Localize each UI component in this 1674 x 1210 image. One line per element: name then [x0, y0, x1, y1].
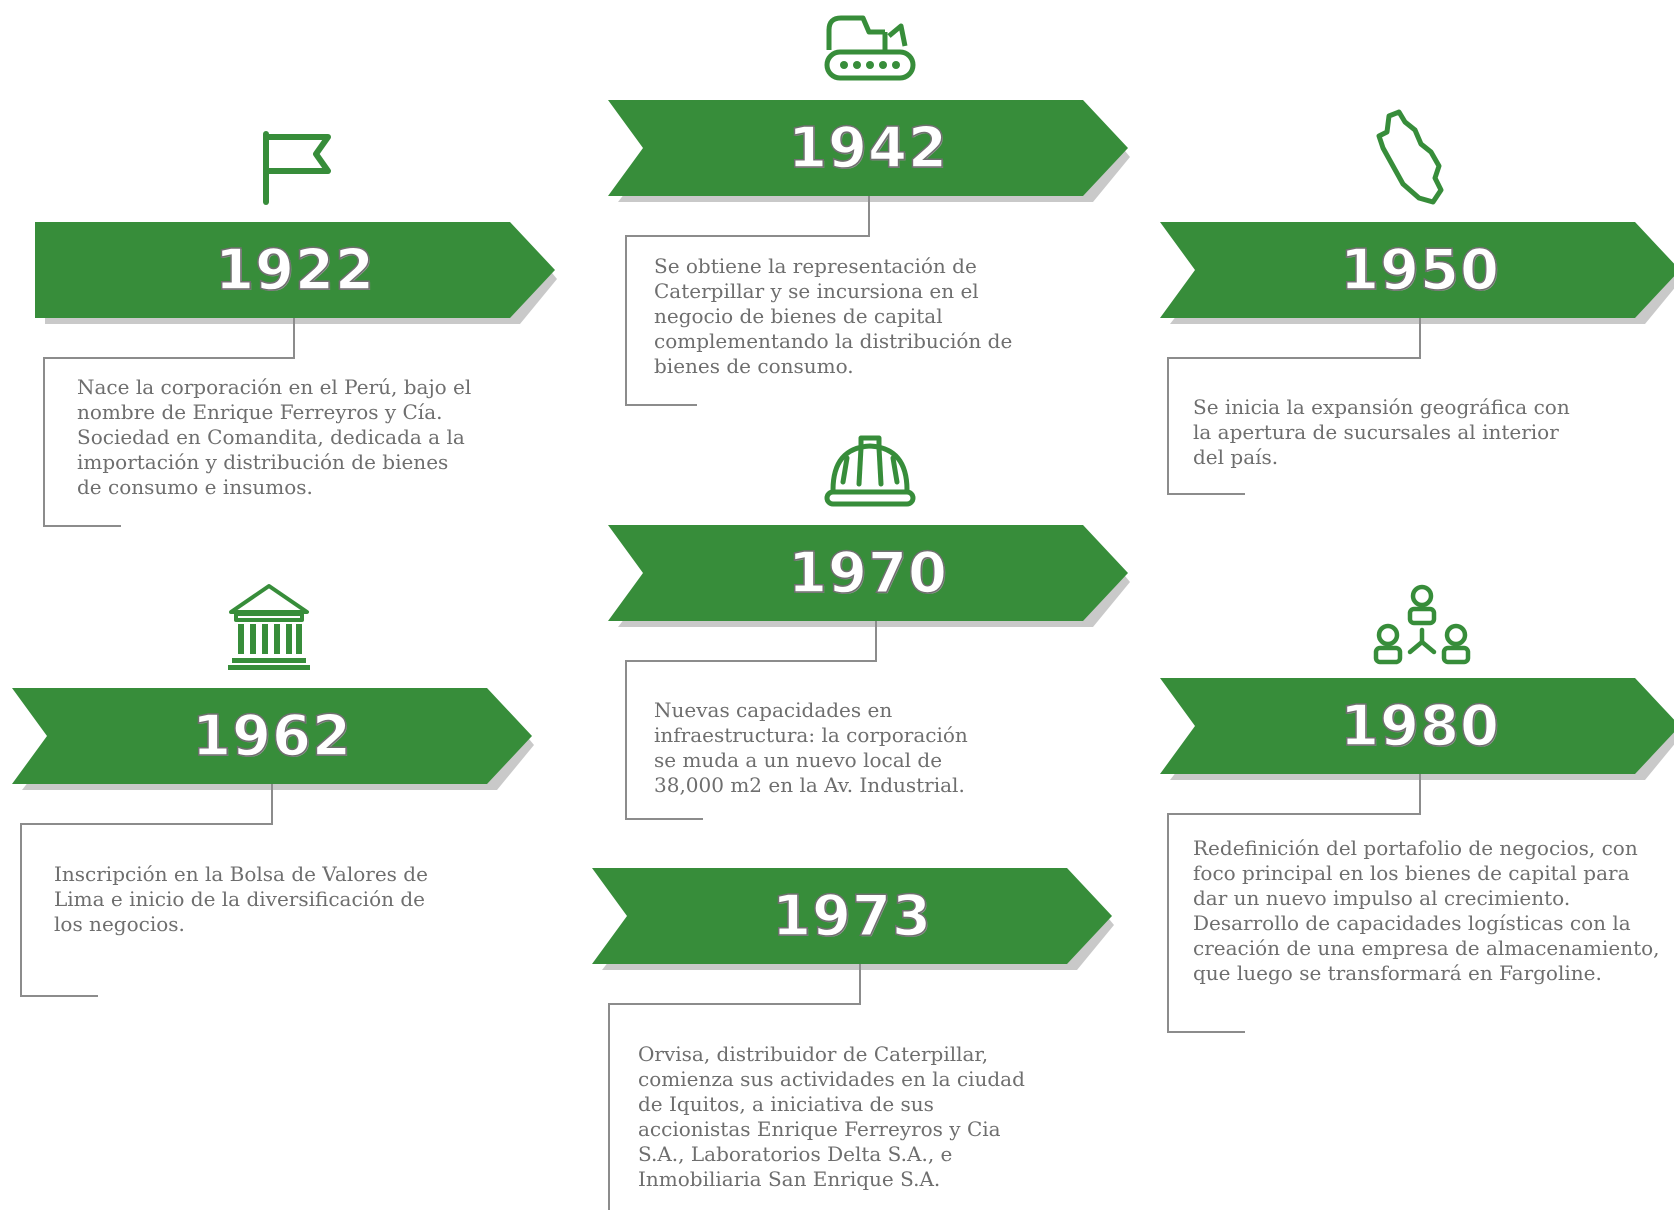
- year-banner: 1942: [608, 100, 1130, 202]
- year-banner: 1973: [592, 868, 1114, 970]
- year-label: 1942: [787, 115, 948, 182]
- year-banner: 1962: [12, 688, 534, 790]
- people-network-icon: [1370, 582, 1474, 666]
- year-label: 1973: [771, 883, 932, 950]
- hard-hat-icon: [823, 434, 917, 508]
- bank-building-icon: [226, 582, 312, 670]
- year-label: 1922: [214, 237, 375, 304]
- year-banner: 1980: [1160, 678, 1674, 780]
- event-description: Orvisa, distribuidor de Caterpillar, com…: [638, 1042, 1025, 1191]
- year-banner: 1970: [608, 525, 1130, 627]
- peru-map-icon: [1375, 108, 1445, 208]
- flag-icon: [258, 130, 334, 206]
- event-description: Se obtiene la representación de Caterpil…: [654, 254, 1013, 378]
- event-description: Nace la corporación en el Perú, bajo el …: [77, 375, 472, 499]
- year-label: 1950: [1339, 237, 1500, 304]
- year-label: 1980: [1339, 693, 1500, 760]
- year-banner: 1950: [1160, 222, 1674, 324]
- bulldozer-icon: [823, 12, 917, 82]
- year-label: 1970: [787, 540, 948, 607]
- year-banner: 1922: [35, 222, 557, 324]
- event-description: Redefinición del portafolio de negocios,…: [1193, 836, 1660, 985]
- year-label: 1962: [191, 703, 352, 770]
- event-description: Inscripción en la Bolsa de Valores de Li…: [54, 862, 428, 936]
- event-description: Nuevas capacidades en infraestructura: l…: [654, 698, 968, 797]
- event-description: Se inicia la expansión geográfica con la…: [1193, 395, 1570, 469]
